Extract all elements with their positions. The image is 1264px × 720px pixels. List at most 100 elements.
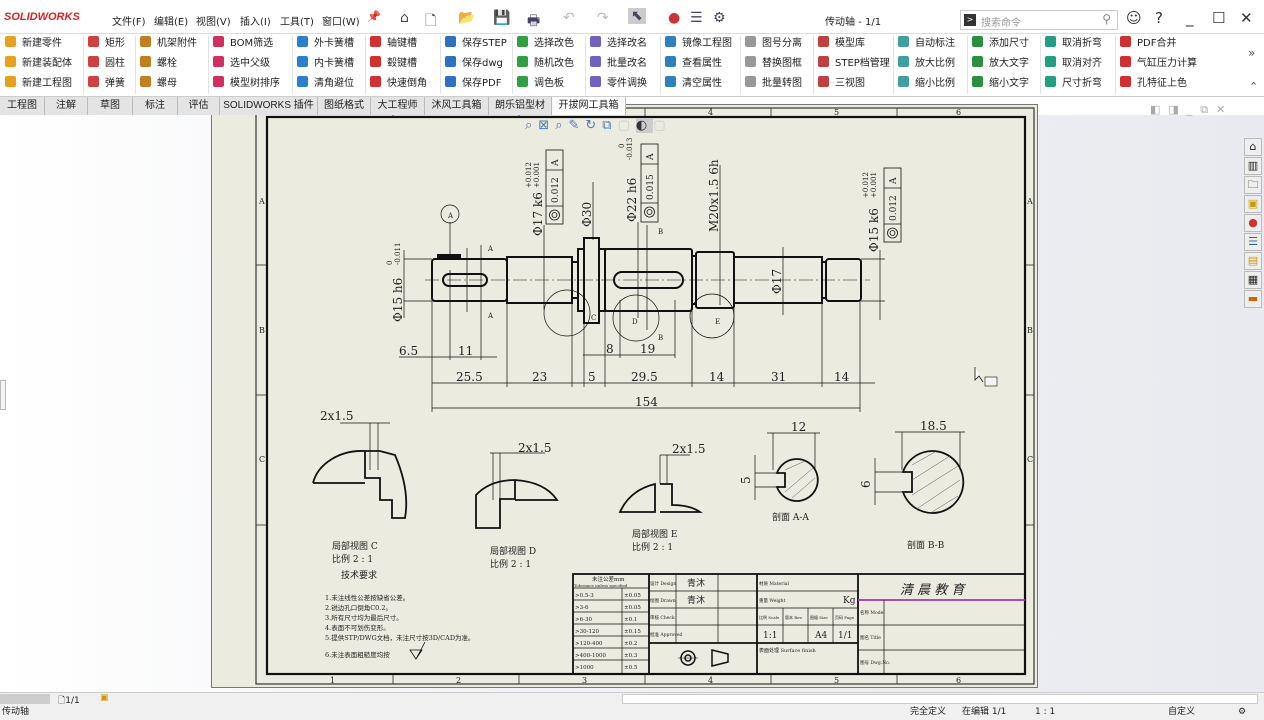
- tab[interactable]: 工程图: [0, 97, 45, 115]
- ribbon-button[interactable]: 缩小比例: [898, 75, 955, 93]
- appearances-icon[interactable]: ●: [1244, 214, 1262, 232]
- rotate-icon[interactable]: ↻: [585, 118, 603, 133]
- ribbon-button[interactable]: 新建工程图: [5, 75, 72, 93]
- zoom-to-area-icon[interactable]: ⊠: [538, 118, 556, 133]
- status-scale[interactable]: 1 : 1: [1035, 707, 1056, 717]
- save-icon[interactable]: 💾: [493, 10, 511, 26]
- view-orientation-icon[interactable]: ▢: [617, 118, 636, 133]
- ribbon-button[interactable]: 外卡簧槽: [297, 35, 354, 53]
- file-explorer-icon[interactable]: 🗀: [1244, 176, 1262, 194]
- tab[interactable]: 草图: [88, 97, 133, 115]
- ribbon-button[interactable]: 三视图: [818, 75, 865, 93]
- tab[interactable]: 注解: [45, 97, 88, 115]
- ribbon-button[interactable]: 保存STEP: [445, 35, 507, 53]
- ribbon-button[interactable]: 矩形: [88, 35, 125, 53]
- ribbon-button[interactable]: 尺寸折弯: [1045, 75, 1102, 93]
- view-palette-icon[interactable]: ▣: [1244, 195, 1262, 213]
- display-style-icon[interactable]: ◐: [635, 118, 654, 133]
- section-views[interactable]: [775, 450, 965, 514]
- file-properties-icon[interactable]: ☰: [690, 10, 703, 26]
- ribbon-button[interactable]: 图号分离: [745, 35, 802, 53]
- menu-view[interactable]: 视图(V): [196, 17, 231, 28]
- ribbon-button[interactable]: 选中父级: [213, 55, 270, 73]
- ribbon-button[interactable]: 清角避位: [297, 75, 354, 93]
- new-document-icon[interactable]: 🗋: [425, 13, 437, 29]
- pan-icon[interactable]: ✎: [568, 118, 586, 133]
- ribbon-button[interactable]: 放大比例: [898, 55, 955, 73]
- ribbon-button[interactable]: 替换图框: [745, 55, 802, 73]
- previous-view-icon[interactable]: ⌕: [555, 118, 569, 133]
- collapse-ribbon-icon[interactable]: ⌃: [1249, 80, 1259, 93]
- search-commands-input[interactable]: > 搜索命令 ⚲: [960, 10, 1118, 30]
- hide-show-icon[interactable]: ▢: [653, 118, 672, 133]
- zoom-to-fit-icon[interactable]: ⌕: [525, 118, 539, 133]
- home-icon[interactable]: ⌂: [400, 10, 409, 26]
- ribbon-button[interactable]: 调色板: [517, 75, 564, 93]
- status-units[interactable]: 自定义: [1168, 707, 1196, 717]
- ribbon-button[interactable]: 自动标注: [898, 35, 955, 53]
- heads-up-view-toolbar[interactable]: ⌕⊠⌕✎↻⧉▢◐▢: [525, 118, 672, 133]
- ribbon-button[interactable]: 取消对齐: [1045, 55, 1102, 73]
- ribbon-more-chevron-icon[interactable]: »: [1248, 46, 1256, 60]
- shaft-main-view[interactable]: [431, 237, 862, 324]
- status-settings-icon[interactable]: ⚙: [1238, 707, 1247, 717]
- ribbon-button[interactable]: 毂键槽: [370, 55, 417, 73]
- drawing-sheet[interactable]: 4 5 6 1 2 3 4 5 6 A B C A B C: [211, 104, 1038, 688]
- tab[interactable]: SOLIDWORKS 插件: [220, 97, 318, 115]
- ribbon-button[interactable]: 轴键槽: [370, 35, 417, 53]
- tab[interactable]: 大工程师: [371, 97, 425, 115]
- ribbon-button[interactable]: 螺栓: [140, 55, 177, 73]
- ribbon-button[interactable]: 孔特征上色: [1120, 75, 1187, 93]
- detail-views[interactable]: [312, 450, 703, 529]
- ribbon-button[interactable]: 选择改色: [517, 35, 574, 53]
- sheet-tab[interactable]: 🗋1/1: [58, 696, 80, 706]
- ribbon-button[interactable]: 气缸压力计算: [1120, 55, 1197, 73]
- design-library-icon[interactable]: ▥: [1244, 157, 1262, 175]
- help-icon[interactable]: ?: [1155, 9, 1163, 27]
- search-icon[interactable]: ⚲: [1102, 12, 1111, 26]
- ribbon-button[interactable]: 取消折弯: [1045, 35, 1102, 53]
- forum-icon[interactable]: ▦: [1244, 271, 1262, 289]
- undo-icon[interactable]: ↶: [563, 10, 575, 26]
- ribbon-button[interactable]: 圆柱: [88, 55, 125, 73]
- sheet-nav-buttons[interactable]: [0, 694, 50, 704]
- ribbon-button[interactable]: STEP档管理: [818, 55, 890, 73]
- ribbon-button[interactable]: 弹簧: [88, 75, 125, 93]
- section-view-icon[interactable]: ⧉: [602, 118, 618, 133]
- ribbon-button[interactable]: 模型树排序: [213, 75, 280, 93]
- menu-insert[interactable]: 插入(I): [240, 17, 271, 28]
- ribbon-button[interactable]: 保存PDF: [445, 75, 501, 93]
- ribbon-button[interactable]: 批量转图: [745, 75, 802, 93]
- feature-tree-expand-handle[interactable]: [0, 380, 6, 410]
- ribbon-button[interactable]: 查看属性: [665, 55, 722, 73]
- folder-icon[interactable]: ▬: [1244, 290, 1262, 308]
- open-icon[interactable]: 📂: [458, 10, 476, 26]
- ribbon-button[interactable]: PDF合并: [1120, 35, 1176, 53]
- tab[interactable]: 评估: [178, 97, 220, 115]
- tab[interactable]: 标注: [133, 97, 178, 115]
- ribbon-button[interactable]: 放大文字: [972, 55, 1029, 73]
- print-icon[interactable]: 🖶: [527, 13, 541, 29]
- solidworks-resources-icon[interactable]: ▤: [1244, 252, 1262, 270]
- ribbon-button[interactable]: 快速倒角: [370, 75, 427, 93]
- view-window-controls[interactable]: ◧◨_⧉✕: [1150, 103, 1234, 116]
- menu-window[interactable]: 窗口(W): [322, 17, 360, 28]
- custom-properties-icon[interactable]: ☰: [1244, 233, 1262, 251]
- tab[interactable]: 图纸格式: [318, 97, 371, 115]
- horizontal-scrollbar[interactable]: [622, 694, 1258, 704]
- options-gear-icon[interactable]: ⚙: [713, 10, 726, 26]
- select-pointer-icon[interactable]: ⬉: [628, 8, 646, 24]
- ribbon-button[interactable]: 随机改色: [517, 55, 574, 73]
- ribbon-button[interactable]: BOM筛选: [213, 35, 273, 53]
- tab[interactable]: 朗乐铝型材: [489, 97, 552, 115]
- tab[interactable]: 开拔网工具箱: [552, 97, 626, 115]
- ribbon-button[interactable]: 零件调换: [590, 75, 647, 93]
- maximize-button[interactable]: ☐: [1212, 9, 1226, 27]
- user-account-icon[interactable]: ☺: [1126, 9, 1142, 27]
- home-icon[interactable]: ⌂: [1244, 138, 1262, 156]
- menu-tools[interactable]: 工具(T): [280, 17, 314, 28]
- ribbon-button[interactable]: 螺母: [140, 75, 177, 93]
- ribbon-button[interactable]: 缩小文字: [972, 75, 1029, 93]
- ribbon-button[interactable]: 新建装配体: [5, 55, 72, 73]
- pin-icon[interactable]: 📌: [367, 10, 381, 23]
